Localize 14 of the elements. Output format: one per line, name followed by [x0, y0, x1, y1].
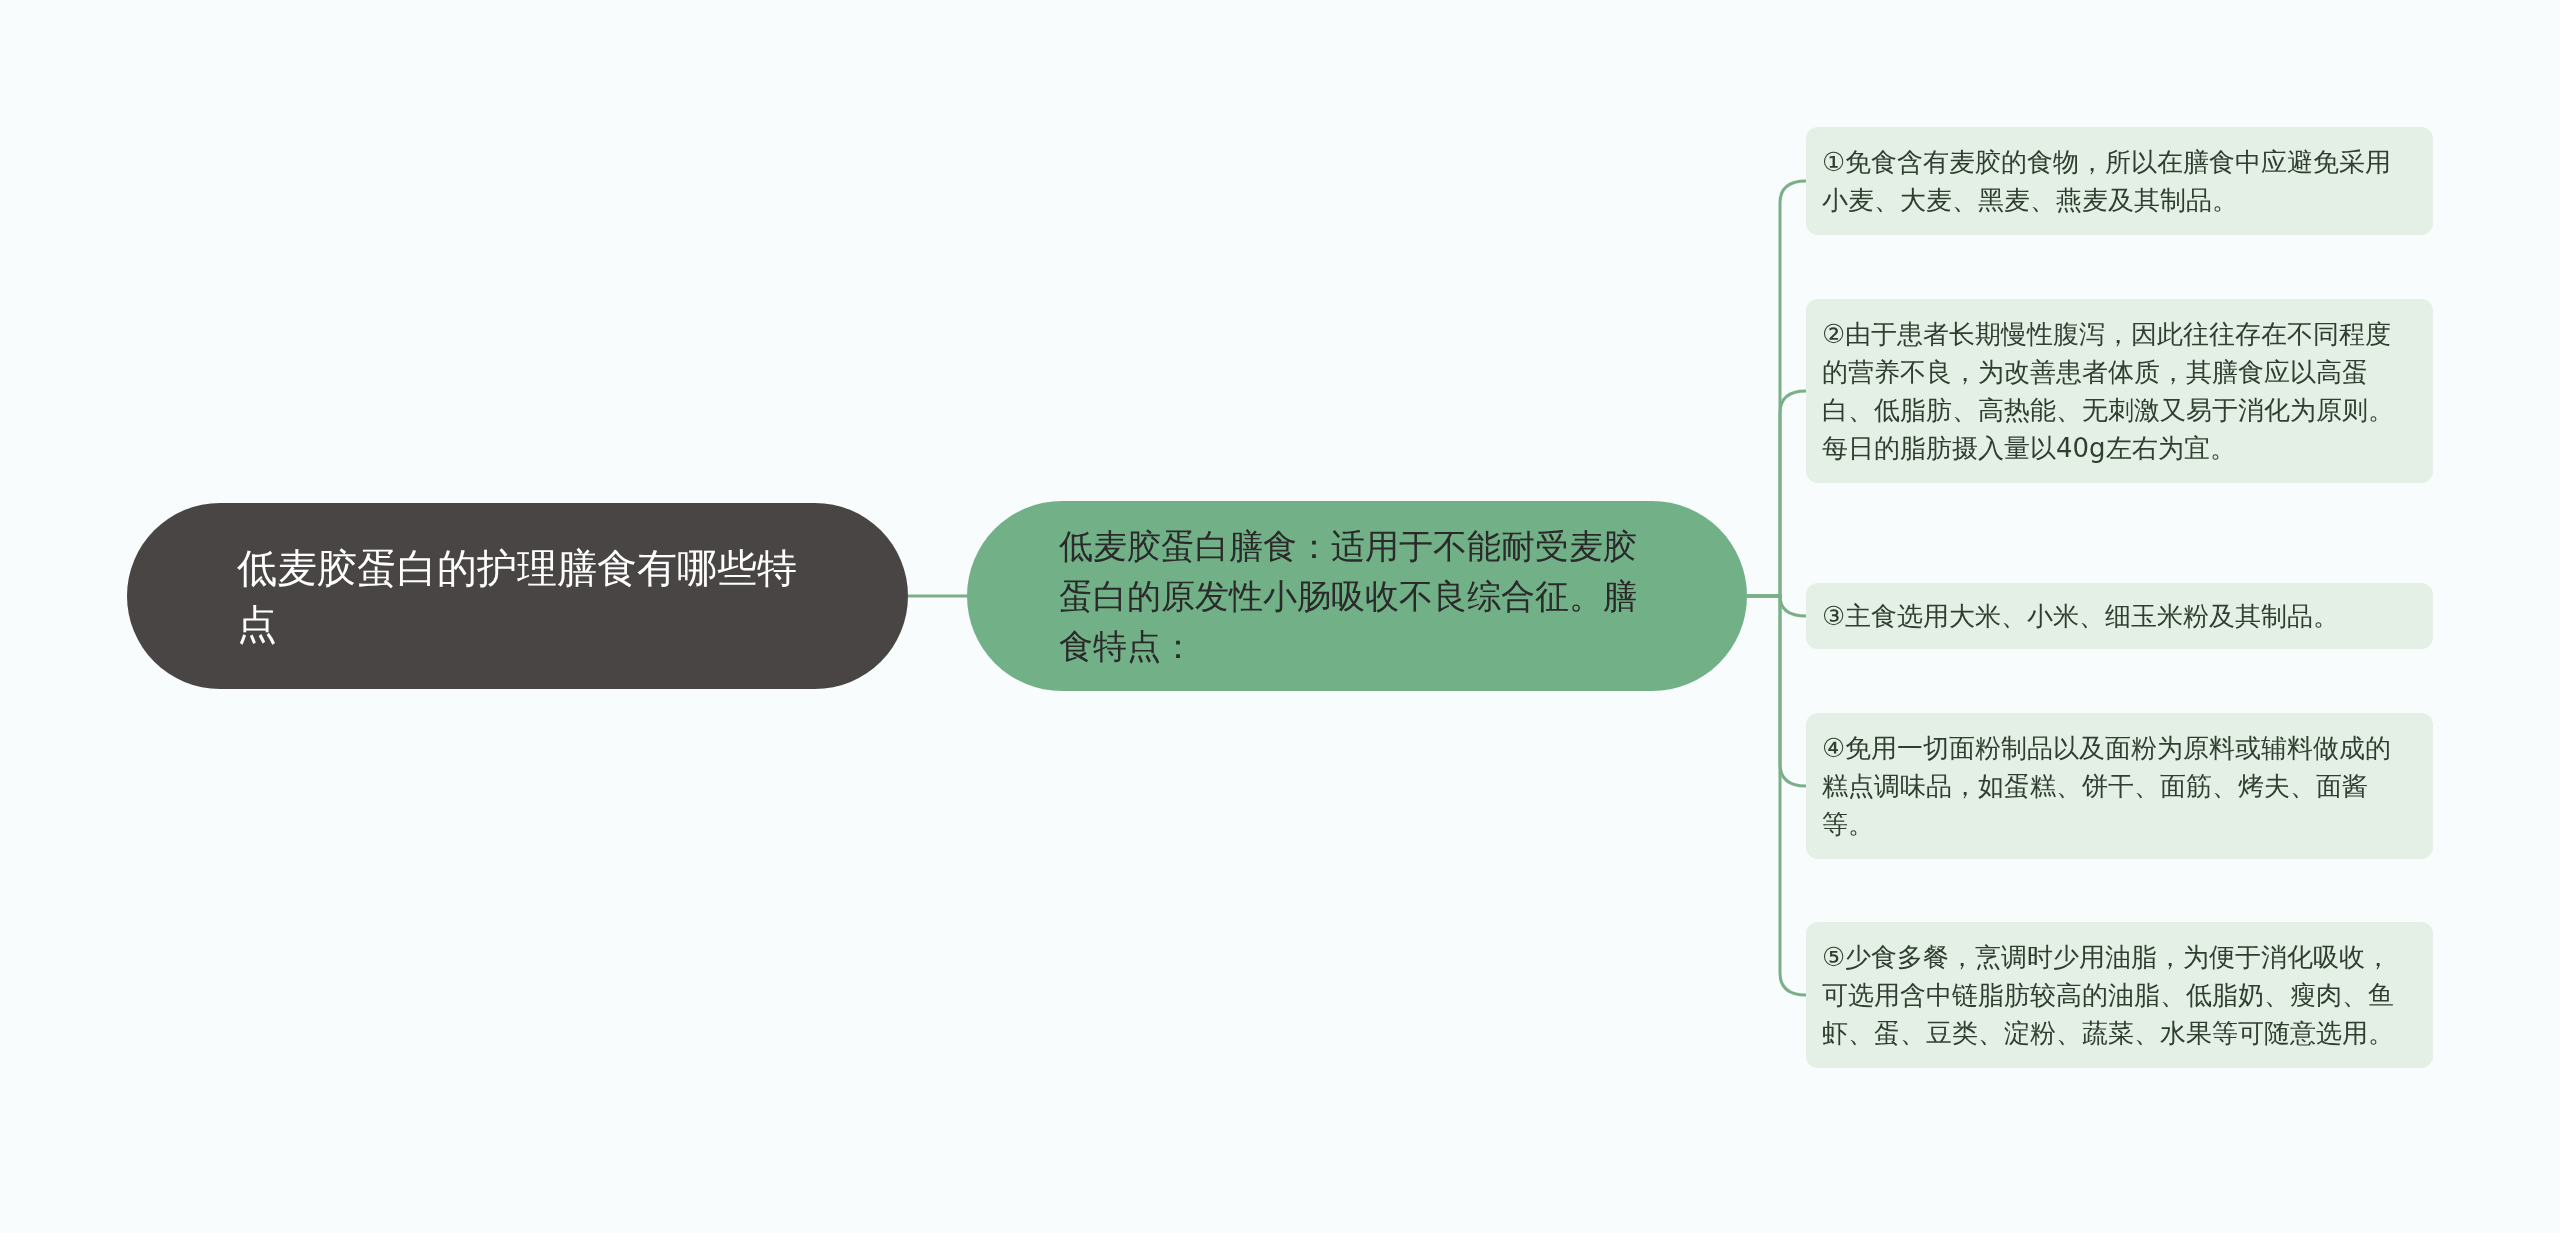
node-text: ②由于患者长期慢性腹泻，因此往往存在不同程度的营养不良，为改善患者体质，其膳食应以高蛋白、低脂肪、高热能、无刺激又易于消化为原则。每日的脂肪摄入量以40g左右为宜。: [1822, 318, 2395, 465]
node-text: ③主食选用大米、小米、细玉米粉及其制品。: [1822, 600, 2341, 633]
leaf-box: [1806, 583, 2433, 649]
node-text: ①免食含有麦胶的食物，所以在膳食中应避免采用小麦、大麦、黑麦、燕麦及其制品。: [1822, 146, 2393, 217]
node-text: ⑤少食多餐，烹调时少用油脂，为便于消化吸收，可选用含中链脂肪较高的油脂、低脂奶、瘦肉、鱼虾、蛋、豆类、淀粉、蔬菜、水果等可随意选用。: [1822, 941, 2395, 1050]
leaf-box: [1806, 713, 2433, 859]
leaf-box: [1806, 922, 2433, 1068]
connector-line: [908, 594, 967, 598]
leaf-box: [1806, 299, 2433, 483]
node-text: 低麦胶蛋白膳食：适用于不能耐受麦胶蛋白的原发性小肠吸收不良综合征。膳食特点：: [1059, 525, 1638, 668]
node-text: 低麦胶蛋白的护理膳食有哪些特点: [237, 544, 798, 649]
leaf-box: [1806, 127, 2433, 235]
connector-line: [1747, 594, 1807, 997]
node-text: ④免用一切面粉制品以及面粉为原料或辅料做成的糕点调味品，如蛋糕、饼干、面筋、烤夫、面酱等。: [1822, 732, 2393, 841]
